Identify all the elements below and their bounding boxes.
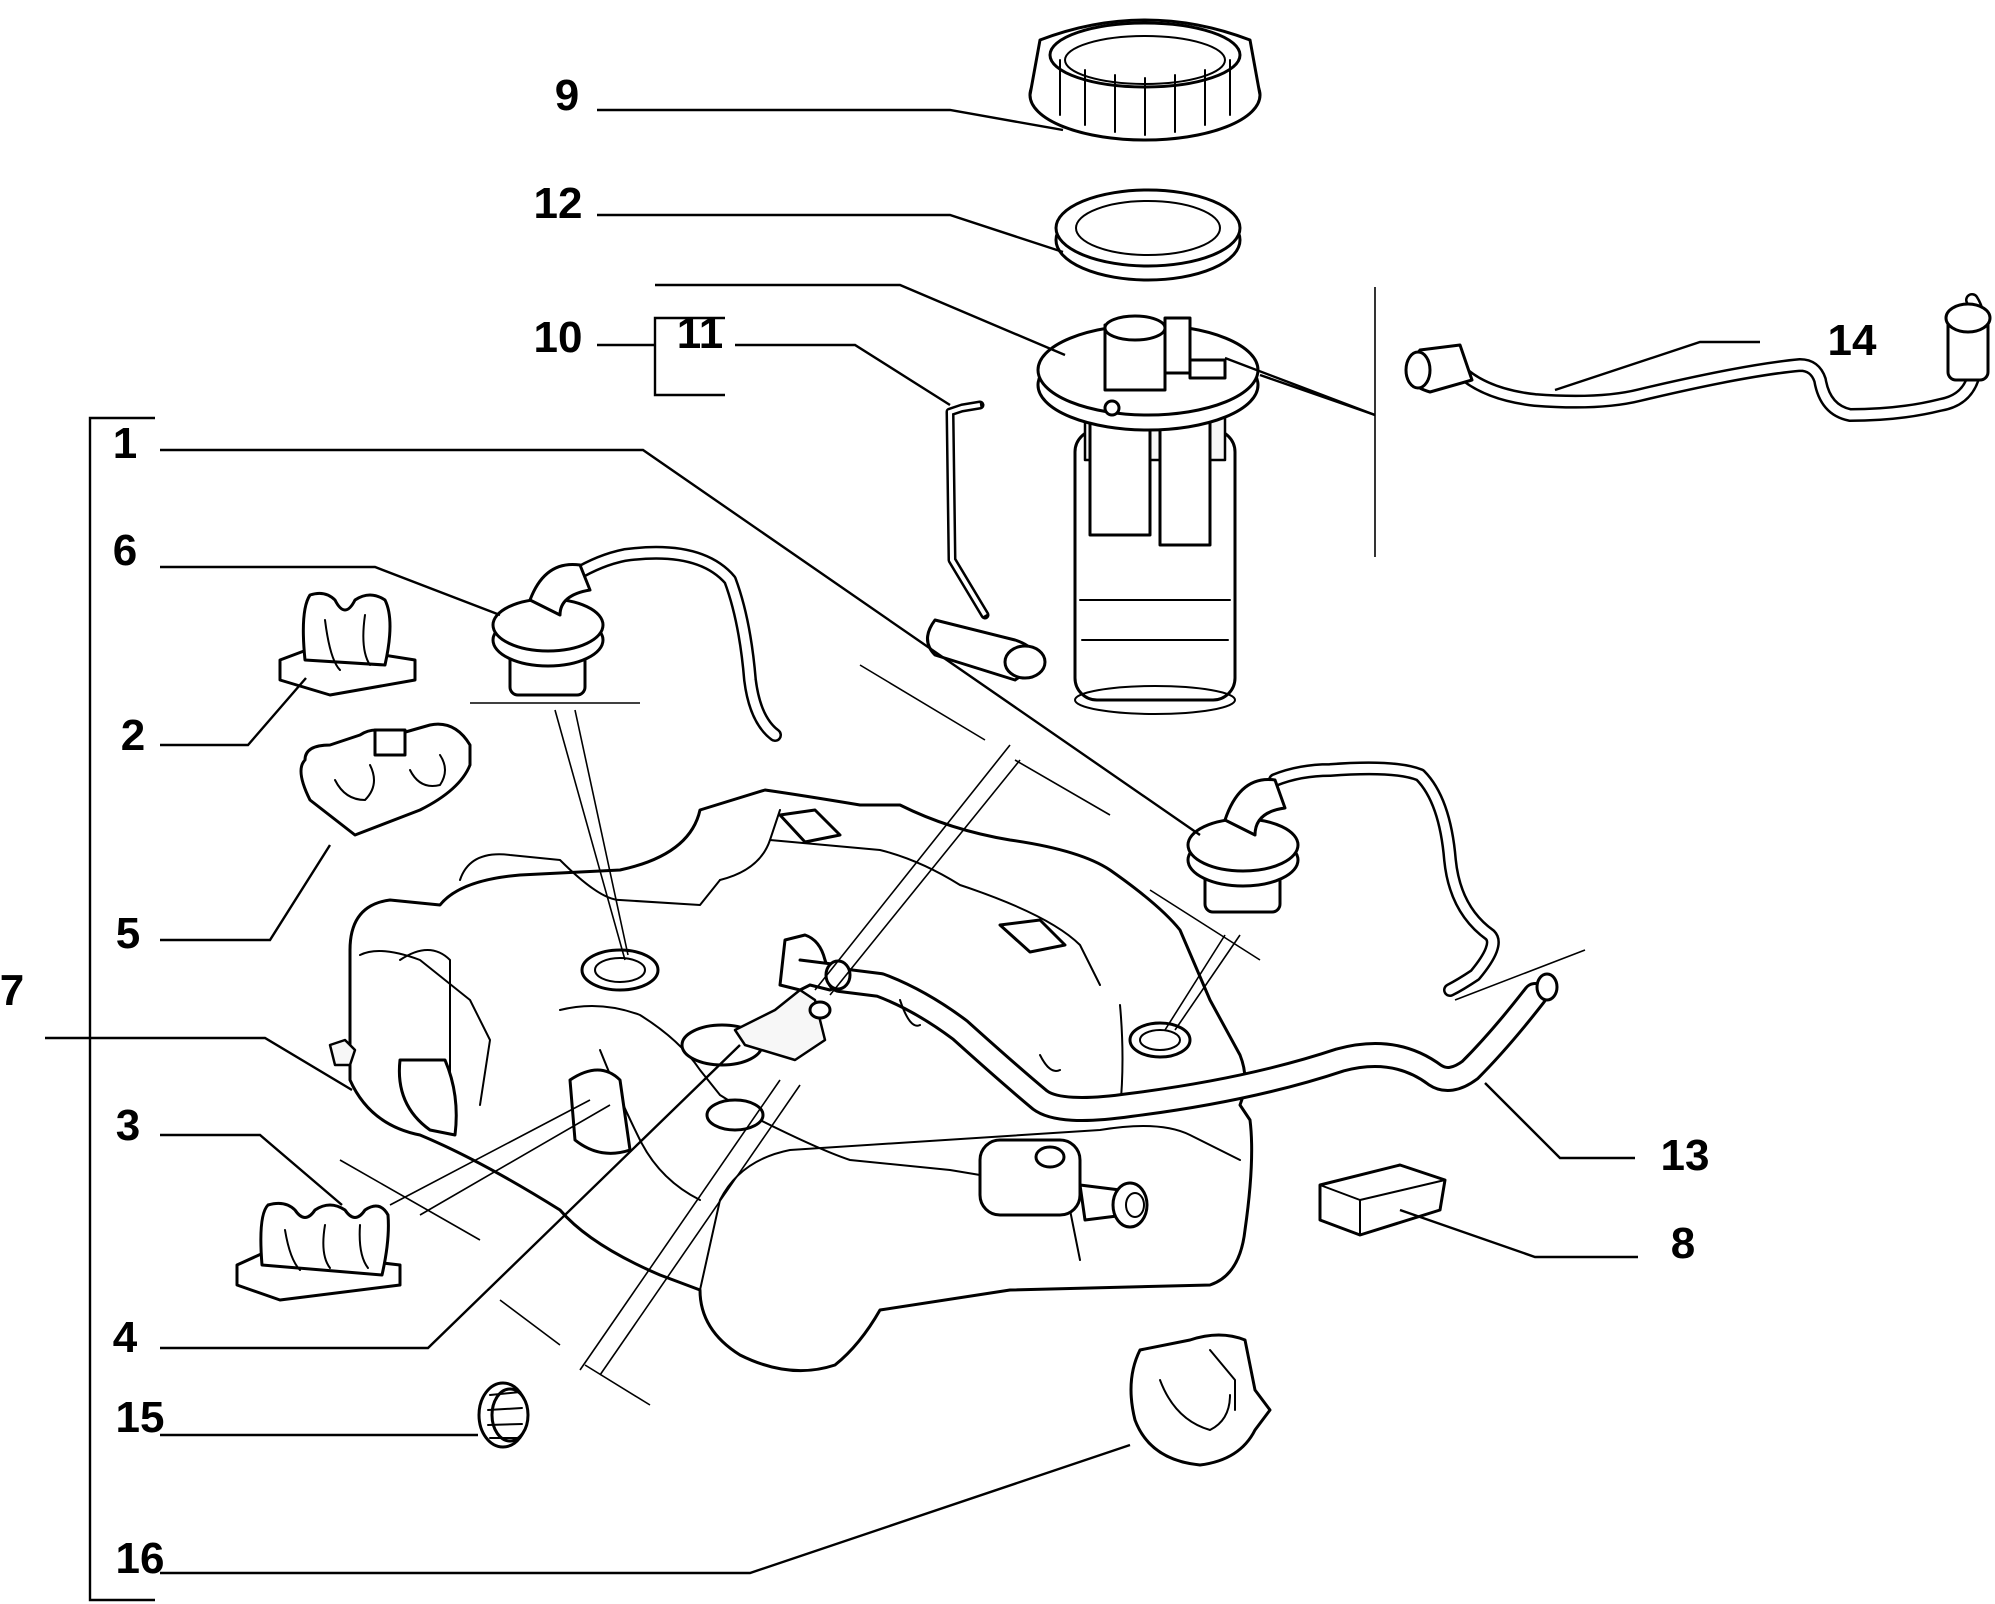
reference-lines bbox=[339, 287, 1586, 1406]
wiring-harness-part bbox=[1404, 293, 1992, 422]
callout-labels: 9 12 10 11 14 1 6 2 5 7 3 4 15 16 13 8 bbox=[0, 71, 1877, 1583]
callout-7: 7 bbox=[0, 966, 24, 1015]
level-sensor-part bbox=[926, 400, 1047, 682]
fuel-tank-part bbox=[328, 788, 1254, 1373]
callout-16: 16 bbox=[116, 1534, 165, 1583]
callout-9: 9 bbox=[555, 71, 579, 120]
vapour-valve-right-part bbox=[1186, 761, 1500, 997]
callout-5: 5 bbox=[116, 909, 140, 958]
clip-3-part bbox=[235, 1201, 402, 1302]
callout-8: 8 bbox=[1671, 1219, 1695, 1268]
callout-15: 15 bbox=[116, 1393, 165, 1442]
callout-10: 10 bbox=[534, 313, 583, 362]
callout-12: 12 bbox=[534, 179, 583, 228]
filler-bracket-part bbox=[1129, 1333, 1272, 1467]
lock-ring-part bbox=[1028, 18, 1262, 142]
callout-11: 11 bbox=[677, 309, 724, 358]
filler-hose-part bbox=[824, 959, 1559, 1122]
clip-5-part bbox=[299, 722, 472, 837]
hose-clamp-part bbox=[477, 1381, 530, 1449]
seal-ring-part bbox=[1054, 188, 1242, 282]
callout-4: 4 bbox=[113, 1313, 138, 1362]
callout-6: 6 bbox=[113, 526, 137, 575]
leader-lines bbox=[45, 108, 1760, 1602]
callout-13: 13 bbox=[1661, 1131, 1710, 1180]
callout-2: 2 bbox=[121, 711, 145, 760]
fuel-pump-module-part bbox=[1036, 314, 1260, 715]
vapour-valve-left-part bbox=[491, 545, 782, 742]
callout-3: 3 bbox=[116, 1101, 140, 1150]
callout-1: 1 bbox=[113, 419, 137, 468]
clip-2-part bbox=[278, 591, 417, 697]
callout-14: 14 bbox=[1828, 316, 1877, 365]
foam-pad-part bbox=[1318, 1163, 1447, 1237]
